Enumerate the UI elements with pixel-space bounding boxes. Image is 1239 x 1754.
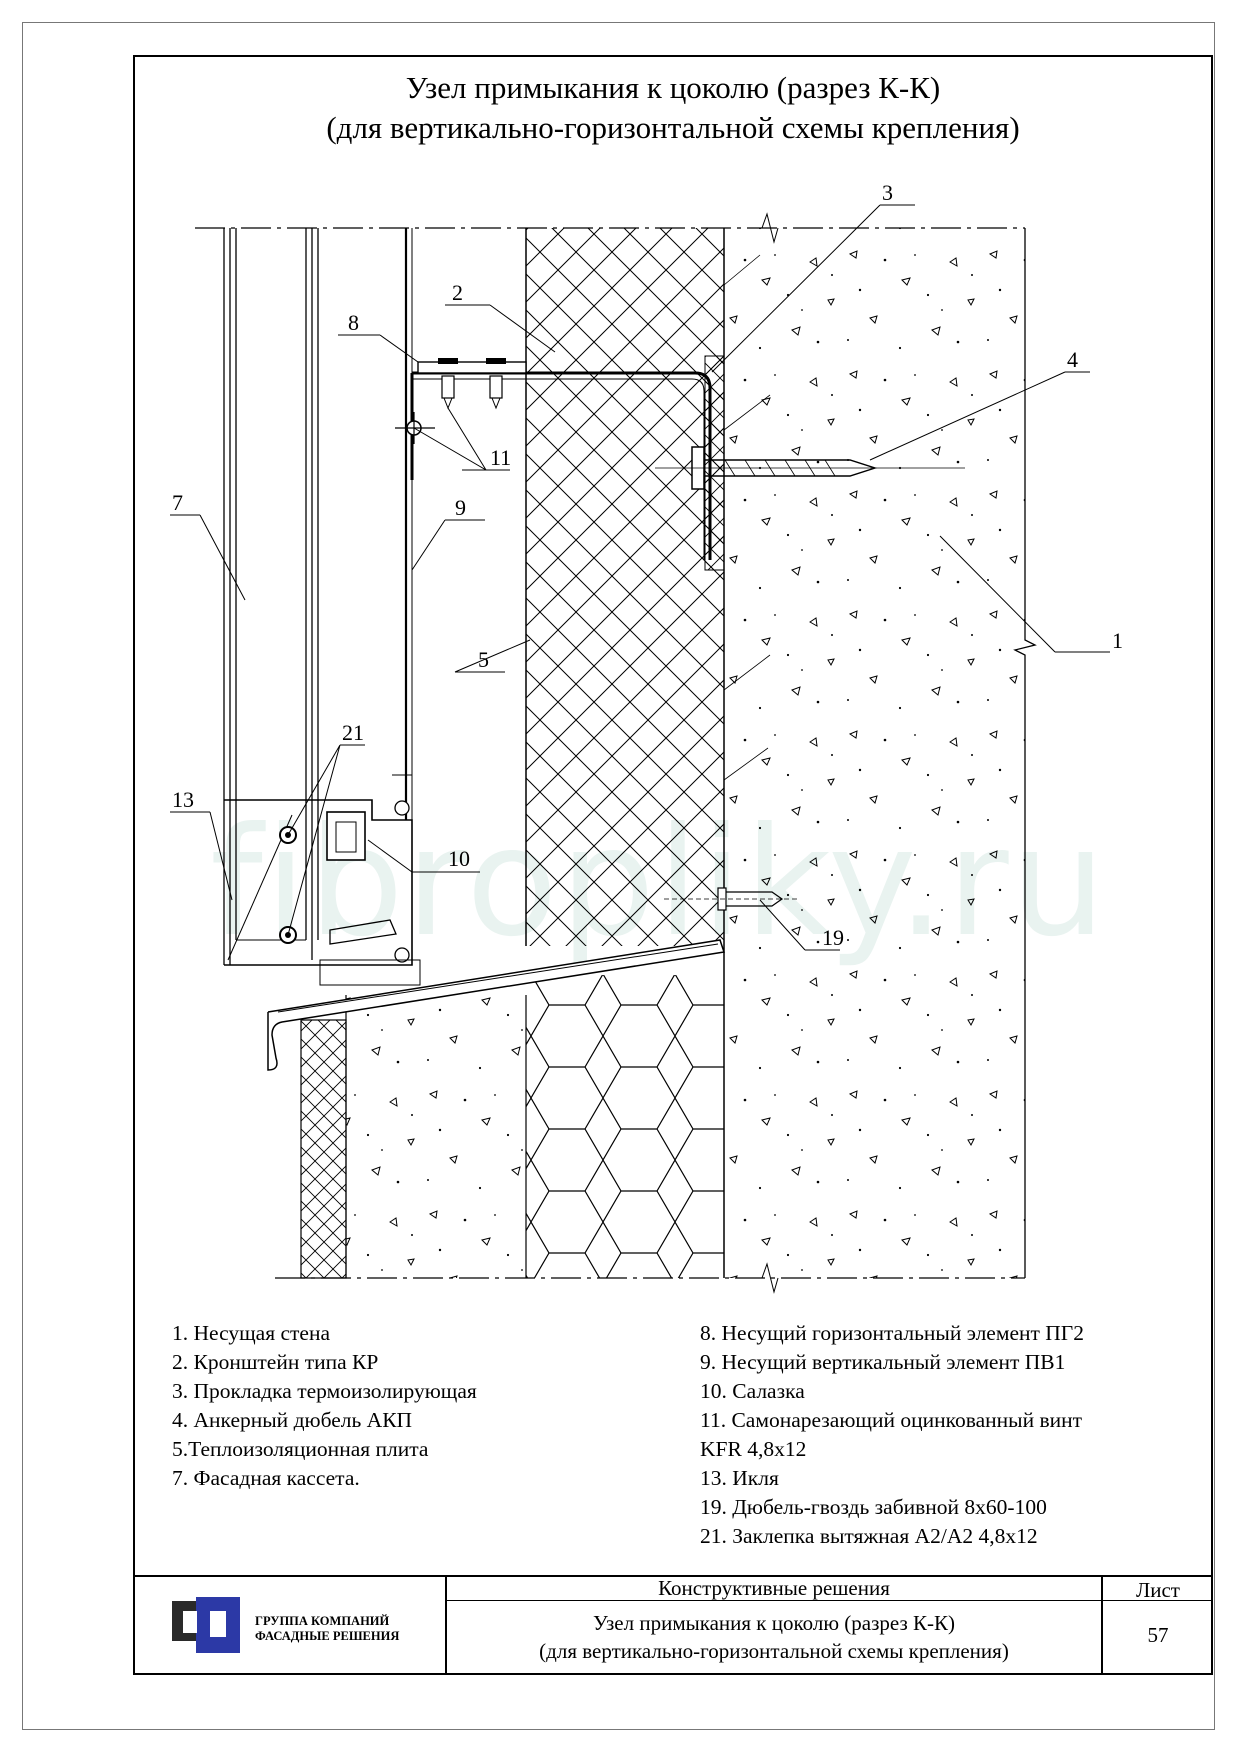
legend-item: 7. Фасадная кассета. xyxy=(172,1466,360,1490)
callout-11: 11 xyxy=(490,445,511,470)
callout-7: 7 xyxy=(172,490,183,515)
callout-2: 2 xyxy=(452,280,463,305)
drip-flashing xyxy=(267,939,725,1071)
sheet-number: 57 xyxy=(1147,1623,1169,1647)
title-block-top-rule xyxy=(133,1575,1213,1577)
drawing-frame xyxy=(133,55,1213,1675)
sheet-title-line-2: (для вертикально-горизонтальной схемы кр… xyxy=(539,1639,1009,1663)
leader-lines xyxy=(170,204,1110,951)
legend-item: 10. Салазка xyxy=(700,1379,805,1403)
load-bearing-wall xyxy=(723,212,1037,1294)
callout-5: 5 xyxy=(478,647,489,672)
title-line-2: (для вертикально-горизонтальной схемы кр… xyxy=(326,110,1020,145)
cassette-support xyxy=(224,774,413,966)
legend-item: 4. Анкерный дюбель АКП xyxy=(172,1408,413,1432)
sheet-outer-border xyxy=(22,22,1215,1730)
sheet-label: Лист xyxy=(1136,1578,1180,1602)
callout-19: 19 xyxy=(822,925,844,950)
callout-9: 9 xyxy=(455,495,466,520)
callout-8: 8 xyxy=(348,310,359,335)
callout-13: 13 xyxy=(172,787,194,812)
title-block-rule xyxy=(445,1600,1213,1601)
dowel-nail xyxy=(664,887,800,911)
legend-item: 8. Несущий горизонтальный элемент ПГ2 xyxy=(700,1321,1084,1345)
callout-3: 3 xyxy=(882,180,893,205)
title-line-1: Узел примыкания к цоколю (разрез К-К) xyxy=(405,70,941,105)
legend-item: KFR 4,8х12 xyxy=(700,1437,807,1461)
legend-item: 3. Прокладка термоизолирующая xyxy=(172,1379,477,1403)
plinth-concrete xyxy=(345,995,527,1278)
legend-item: 11. Самонарезающий оцинкованный винт xyxy=(700,1408,1083,1432)
callout-4: 4 xyxy=(1067,347,1078,372)
company-line-1: ГРУППА КОМПАНИЙ xyxy=(255,1614,390,1628)
legend-item: 9. Несущий вертикальный элемент ПВ1 xyxy=(700,1350,1066,1374)
legend-left: 1. Несущая стена 2. Кронштейн типа КР 3.… xyxy=(172,1319,477,1493)
horizontal-profile xyxy=(395,358,527,444)
company-logo xyxy=(172,1587,246,1667)
anchor-dowel xyxy=(655,446,965,490)
plinth-insulation xyxy=(526,975,724,1278)
callout-21: 21 xyxy=(342,720,364,745)
title-block-divider xyxy=(445,1575,447,1675)
plinth-facing xyxy=(300,1019,347,1279)
section-name: Конструктивные решения xyxy=(658,1576,890,1600)
thermal-pad xyxy=(704,355,725,571)
legend-item: 1. Несущая стена xyxy=(172,1321,331,1345)
legend-item: 13. Икля xyxy=(700,1466,779,1490)
insulation-board xyxy=(525,228,724,946)
legend-item: 21. Заклепка вытяжная А2/А2 4,8х12 xyxy=(700,1524,1038,1548)
title-block-divider xyxy=(1101,1575,1103,1675)
callout-10: 10 xyxy=(448,846,470,871)
legend-right: 8. Несущий горизонтальный элемент ПГ2 9.… xyxy=(700,1319,1084,1551)
callout-labels: 1 2 3 4 5 7 8 9 10 11 13 19 21 xyxy=(172,180,1123,950)
drawing-title: Узел примыкания к цоколю (разрез К-К) (д… xyxy=(133,68,1213,148)
title-block: Конструктивные решения Лист Узел примыка… xyxy=(133,1575,1213,1675)
company-name: ГРУППА КОМПАНИЙ ФАСАДНЫЕ РЕШЕНИЯ xyxy=(255,1614,399,1644)
legend-item: 19. Дюбель-гвоздь забивной 8х60-100 xyxy=(700,1495,1047,1519)
sheet-title-line-1: Узел примыкания к цоколю (разрез К-К) xyxy=(592,1611,956,1635)
company-line-2: ФАСАДНЫЕ РЕШЕНИЯ xyxy=(255,1629,400,1643)
legend-item: 5.Теплоизоляционная плита xyxy=(172,1437,429,1461)
legend-item: 2. Кронштейн типа КР xyxy=(172,1350,379,1374)
callout-1: 1 xyxy=(1112,628,1123,653)
facade-cassette xyxy=(223,228,319,965)
vertical-profile xyxy=(404,228,413,820)
